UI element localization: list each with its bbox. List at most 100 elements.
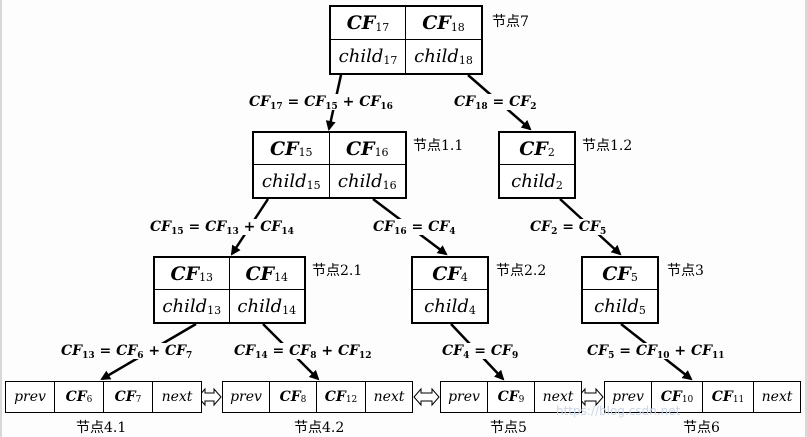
cf-cell-subscript: 13 <box>199 271 214 284</box>
cf-cell-subscript: 2 <box>547 146 555 159</box>
equation-term-subscript: 18 <box>475 102 488 112</box>
right-border <box>805 0 808 437</box>
child-pointer-cell-subscript: 5 <box>638 303 646 317</box>
equation-term-base: + <box>143 343 165 359</box>
cf-cell-base: CF <box>170 262 200 285</box>
child-pointer-cell-subscript: 18 <box>458 54 473 67</box>
equation-term-base: = <box>487 94 510 110</box>
leaf-cell-base: CF <box>711 389 733 405</box>
equation-term-base: CF <box>578 219 600 235</box>
equation-term-base: CF <box>61 343 83 359</box>
equation-term-base: = <box>469 343 491 359</box>
leaf-node-5-label: 节点5 <box>490 420 527 436</box>
double-arrow-5-6 <box>577 387 604 407</box>
leaf-cell-base: next <box>761 389 793 405</box>
cf-cell-subscript: 15 <box>298 146 313 159</box>
equation-cf5: CF5 = CF10 + CF11 <box>586 343 726 361</box>
child-pointer-cell-subscript: 13 <box>207 303 222 317</box>
equation-term-base: CF <box>373 219 395 235</box>
equation-term-base: + <box>669 343 691 359</box>
equation-term-base: CF <box>234 343 256 359</box>
equation-term-base: CF <box>530 219 552 235</box>
equation-term-base: = <box>183 219 206 235</box>
cf-cell-base: CF <box>346 12 376 34</box>
double-arrow-4-1-4-2 <box>197 387 222 407</box>
cf-cell-base: CF <box>519 137 548 160</box>
left-border <box>0 0 2 437</box>
equation-term-subscript: 4 <box>463 351 470 361</box>
cf-cell-base: CF <box>422 12 451 34</box>
equation-term-subscript: 6 <box>137 351 144 361</box>
leaf-cell-base: CF <box>65 389 87 405</box>
leaf-cell-subscript: 10 <box>681 395 694 405</box>
leaf-cell-subscript: 12 <box>345 395 358 405</box>
cf-cell-subscript: 14 <box>274 271 289 284</box>
leaf-cell-base: next <box>542 389 574 405</box>
equation-term-subscript: 16 <box>394 227 407 237</box>
child-pointer-cell-base: child <box>338 46 384 67</box>
equation-cf2: CF2 = CF5 <box>529 219 608 237</box>
leaf-prev-pointer: prev <box>6 382 55 412</box>
leaf-node-4-2-label: 节点4.2 <box>294 420 345 436</box>
equation-term-subscript: 7 <box>186 351 193 361</box>
equation-cf14: CF14 = CF8 + CF12 <box>233 343 373 361</box>
equation-term-subscript: 15 <box>325 102 338 112</box>
leaf-cell-base: prev <box>14 389 46 405</box>
equation-term-base: CF <box>116 343 138 359</box>
equation-cf15: CF15 = CF13 + CF14 <box>149 219 295 237</box>
equation-term-base: CF <box>635 343 657 359</box>
leaf-cell-base: prev <box>612 389 644 405</box>
equation-term-subscript: 14 <box>255 351 268 361</box>
child-pointer-cell-base: child <box>424 295 469 317</box>
node-2-2-label: 节点2.2 <box>496 263 547 279</box>
child-pointer-cell-base: child <box>511 170 556 192</box>
cf-cell-subscript: 17 <box>375 20 390 34</box>
equation-term-base: = <box>94 343 117 359</box>
equation-term-base: CF <box>359 94 381 110</box>
equation-cf13: CF13 = CF6 + CF7 <box>60 343 194 361</box>
equation-term-subscript: 10 <box>656 351 670 361</box>
leaf-cell-base: prev <box>230 389 262 405</box>
equation-term-subscript: 13 <box>82 351 95 361</box>
equation-term-subscript: 14 <box>281 227 294 237</box>
watermark: https://blog.csdn.net <box>556 404 681 418</box>
node-7-label: 节点7 <box>492 14 529 30</box>
equation-term-subscript: 17 <box>270 102 283 112</box>
equation-term-base: CF <box>337 343 360 359</box>
equation-term-base: CF <box>150 219 172 235</box>
child-pointer-cell-subscript: 4 <box>468 303 476 317</box>
leaf-next-pointer: next <box>153 382 201 412</box>
node-1-2-label: 节点1.2 <box>582 138 633 154</box>
equation-term-base: CF <box>205 219 227 235</box>
leaf-prev-pointer: prev <box>441 382 488 412</box>
cf-cell-subscript: 4 <box>460 271 468 284</box>
equation-term-base: CF <box>249 94 271 110</box>
leaf-cell-subscript: 7 <box>135 395 142 405</box>
child-pointer-cell-subscript: 2 <box>555 178 563 192</box>
leaf-cell-base: prev <box>448 389 480 405</box>
